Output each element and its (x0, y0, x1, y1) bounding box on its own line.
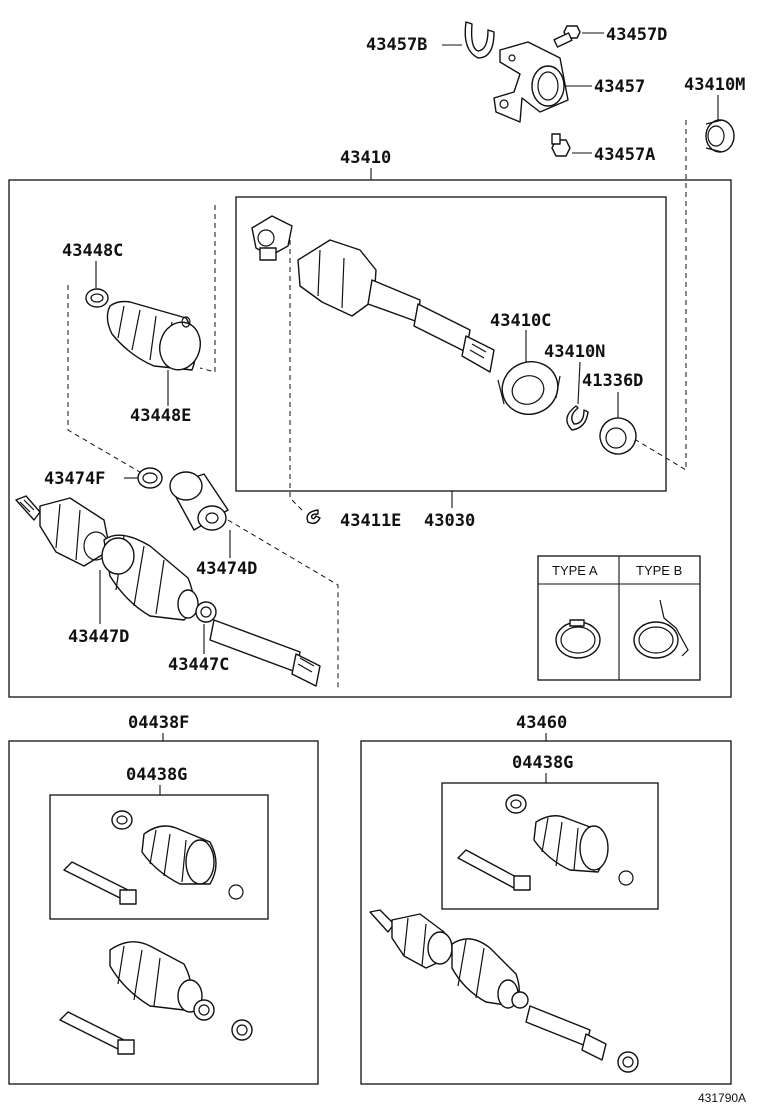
bracket-bolt-bottom (551, 133, 571, 157)
complete-shaft-assembly (369, 909, 639, 1073)
clamp-type-table: TYPE A TYPE B (537, 555, 701, 681)
boot-kit-inner-box-right (441, 782, 659, 910)
boot-kit-box-04438F (8, 740, 319, 1085)
assembly-box-43410 (8, 179, 732, 698)
type-b-clamp-icon (633, 599, 689, 659)
outboard-boot-group (85, 288, 201, 371)
label-43474F: 43474F (44, 469, 105, 489)
outboard-housing-shaft (297, 239, 495, 373)
boot-kit-right-parts (457, 794, 634, 891)
label-43447C: 43447C (168, 655, 229, 675)
tripod-joint (251, 215, 293, 261)
label-43457B: 43457B (366, 35, 427, 55)
dynamic-damper-43474D (169, 471, 229, 531)
shaft-bearing-43410C (497, 361, 561, 415)
label-04438F: 04438F (128, 713, 189, 733)
type-b-header: TYPE B (636, 563, 682, 578)
boot-kit-left-parts (59, 810, 253, 1055)
label-43447D: 43447D (68, 627, 129, 647)
boot-clamp-43474F (137, 467, 163, 489)
snap-ring-43410N (566, 405, 589, 431)
center-bearing (705, 119, 735, 153)
type-a-header: TYPE A (552, 563, 598, 578)
label-43457A: 43457A (594, 145, 655, 165)
boot-kit-inner-box-left (49, 794, 269, 920)
label-04438G-left: 04438G (126, 765, 187, 785)
bracket-clip (464, 21, 495, 59)
bracket-bolt-top (553, 25, 581, 48)
label-43448E: 43448E (130, 406, 191, 426)
label-43457D: 43457D (606, 25, 667, 45)
bearing-bracket-group (464, 21, 735, 157)
shaft-assembly-box-43460 (360, 740, 732, 1085)
outboard-joint-shaft (15, 495, 321, 687)
label-43030: 43030 (424, 511, 475, 531)
bearing-bracket (493, 41, 569, 123)
label-43410M: 43410M (684, 75, 745, 95)
label-41336D: 41336D (582, 371, 643, 391)
figure-id: 431790A (698, 1091, 746, 1105)
label-43410C: 43410C (490, 311, 551, 331)
label-43474D: 43474D (196, 559, 257, 579)
snap-ring-43411E (306, 509, 321, 525)
inner-box-43030 (235, 196, 667, 492)
label-04438G-right: 04438G (512, 753, 573, 773)
label-43410N: 43410N (544, 342, 605, 362)
label-43460: 43460 (516, 713, 567, 733)
label-43457: 43457 (594, 77, 645, 97)
type-a-clamp-icon (555, 619, 601, 659)
dust-seal-41336D (599, 417, 637, 455)
label-43448C: 43448C (62, 241, 123, 261)
label-43411E: 43411E (340, 511, 401, 531)
label-43410: 43410 (340, 148, 391, 168)
